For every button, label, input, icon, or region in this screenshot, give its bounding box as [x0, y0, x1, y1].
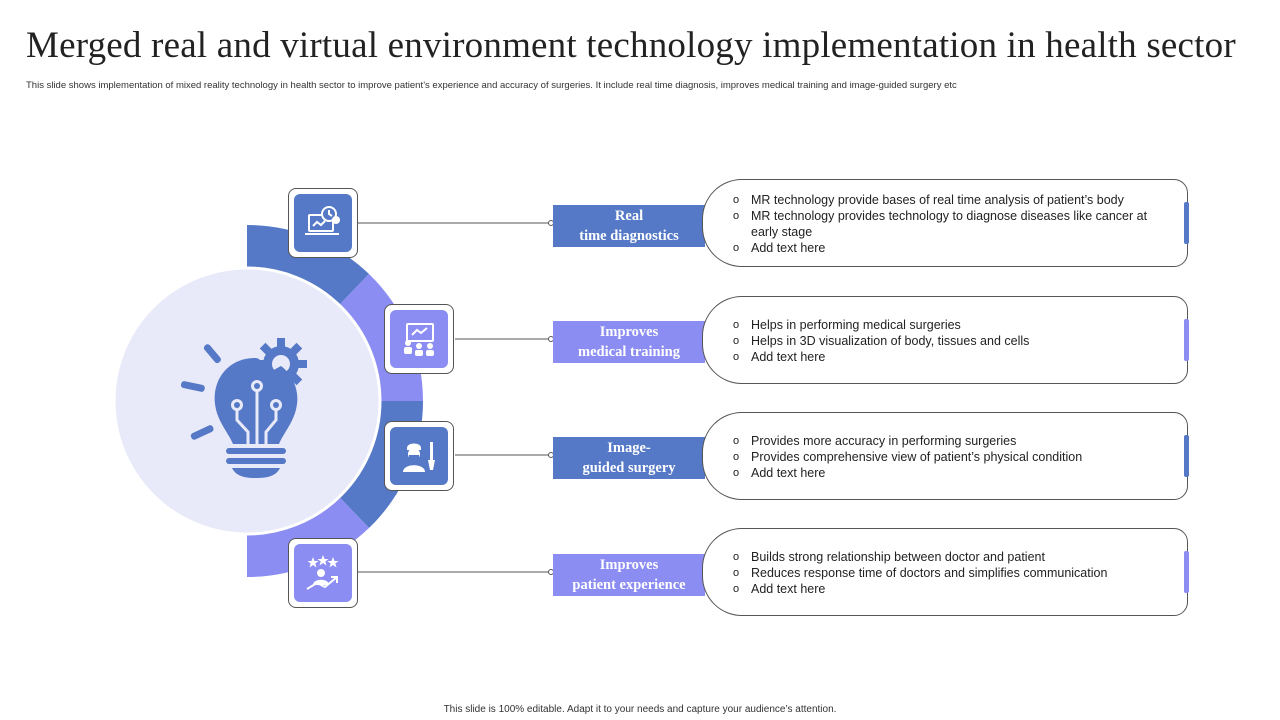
bullet-item: Provides comprehensive view of patient’s… — [733, 449, 1173, 465]
icon-box-1 — [288, 188, 358, 258]
detail-card-1: MR technology provide bases of real time… — [702, 179, 1189, 267]
label-line: patient experience — [572, 577, 686, 593]
bullet-item: MR technology provides technology to dia… — [733, 208, 1173, 240]
label-image-guided-surgery: Image- guided surgery — [553, 437, 705, 479]
detail-card-4: Builds strong relationship between docto… — [702, 528, 1189, 616]
card-tab — [1184, 551, 1189, 593]
bullet-item: Helps in performing medical surgeries — [733, 317, 1173, 333]
bullet-item: Add text here — [733, 240, 1173, 256]
label-real-time-diagnostics: Real time diagnostics — [553, 205, 705, 247]
label-improves-medical-training: Improves medical training — [553, 321, 705, 363]
patient-rating-icon — [294, 544, 352, 602]
bullet-item: Add text here — [733, 581, 1173, 597]
icon-box-2 — [384, 304, 454, 374]
icon-box-4 — [288, 538, 358, 608]
card-tab — [1184, 319, 1189, 361]
surgeon-icon — [390, 427, 448, 485]
card-tab — [1184, 202, 1189, 244]
bullet-item: Helps in 3D visualization of body, tissu… — [733, 333, 1173, 349]
detail-card-3: Provides more accuracy in performing sur… — [702, 412, 1189, 500]
page-title: Merged real and virtual environment tech… — [26, 25, 1236, 66]
training-presentation-icon — [390, 310, 448, 368]
bullet-item: Add text here — [733, 465, 1173, 481]
lightbulb-gear-icon — [180, 338, 307, 478]
label-improves-patient-experience: Improves patient experience — [553, 554, 705, 596]
label-line: Image- — [607, 440, 651, 456]
bullet-item: Provides more accuracy in performing sur… — [733, 433, 1173, 449]
bullet-item: MR technology provide bases of real time… — [733, 192, 1173, 208]
label-line: guided surgery — [582, 460, 676, 476]
detail-card-2: Helps in performing medical surgeries He… — [702, 296, 1189, 384]
laptop-clock-icon — [294, 194, 352, 252]
label-line: Improves — [599, 324, 659, 340]
bullet-item: Reduces response time of doctors and sim… — [733, 565, 1173, 581]
card-tab — [1184, 435, 1189, 477]
bullet-item: Builds strong relationship between docto… — [733, 549, 1173, 565]
label-line: time diagnostics — [579, 228, 679, 244]
icon-box-3 — [384, 421, 454, 491]
bullet-item: Add text here — [733, 349, 1173, 365]
page-subtitle: This slide shows implementation of mixed… — [26, 80, 957, 91]
footer-note: This slide is 100% editable. Adapt it to… — [443, 704, 837, 715]
label-line: Real — [614, 208, 644, 224]
label-line: Improves — [599, 557, 659, 573]
label-line: medical training — [578, 344, 680, 360]
